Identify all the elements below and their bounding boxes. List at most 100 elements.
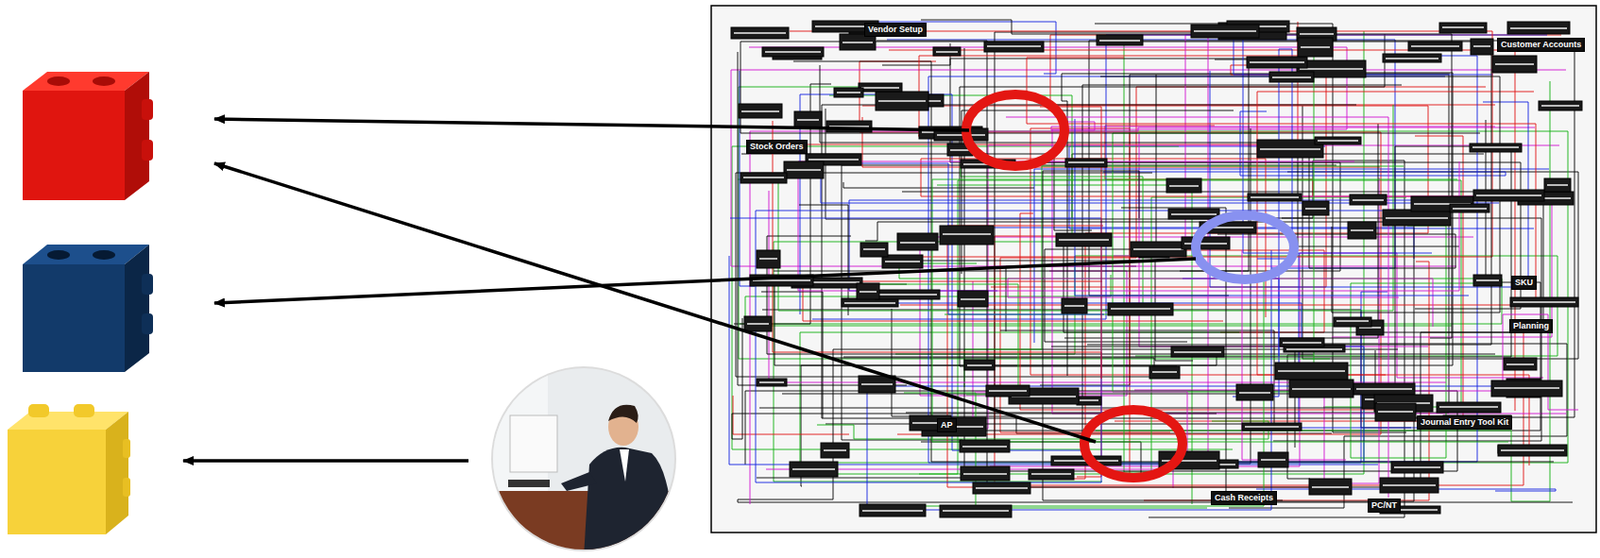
- system-box: [1391, 461, 1444, 474]
- wire: [1005, 117, 1389, 498]
- box-detail: [1541, 104, 1580, 107]
- system-box: [762, 47, 824, 57]
- system-box: [1302, 201, 1329, 216]
- wire: [1064, 123, 1379, 339]
- system-box: [972, 482, 1031, 494]
- system-box: [960, 466, 1010, 481]
- wire: [756, 48, 965, 478]
- box-detail: [987, 45, 1041, 48]
- box-detail: [1506, 363, 1534, 366]
- wire: [932, 179, 1509, 443]
- wire: [1149, 250, 1325, 333]
- system-box: [858, 83, 903, 92]
- system-box: [1349, 194, 1387, 205]
- system-box: [1497, 444, 1567, 457]
- box-detail: [936, 134, 986, 137]
- box-detail: [823, 449, 847, 452]
- system-box: [1236, 384, 1274, 401]
- box-detail: [733, 32, 786, 35]
- wire: [984, 162, 1521, 309]
- wire: [1100, 76, 1500, 313]
- system-box: [1258, 452, 1289, 468]
- wire: [1072, 153, 1484, 219]
- system-box: [1171, 346, 1225, 358]
- system-box: [875, 91, 929, 111]
- box-detail: [1382, 484, 1436, 487]
- wire: [867, 250, 1496, 511]
- system-box: [875, 289, 940, 300]
- box-detail: [1064, 305, 1085, 307]
- box-detail: [1133, 248, 1184, 251]
- system-box: [1279, 338, 1325, 347]
- wire: [789, 31, 1493, 257]
- system-box: [1382, 209, 1451, 226]
- box-detail: [1031, 473, 1072, 476]
- wire: [739, 263, 1502, 324]
- wire: [950, 43, 1341, 272]
- system-box: [1470, 38, 1494, 55]
- red-lego-block: [22, 71, 154, 201]
- box-detail: [967, 364, 992, 367]
- system-box: [1107, 303, 1174, 316]
- box-detail: [885, 260, 920, 263]
- box-detail: [1286, 348, 1343, 351]
- system-box: [1507, 21, 1570, 35]
- wire: [731, 318, 1217, 440]
- system-box: [1065, 158, 1107, 168]
- wire: [876, 40, 1403, 488]
- system-box: [964, 359, 995, 371]
- wire: [928, 76, 1446, 463]
- box-detail: [1411, 45, 1460, 48]
- box-detail: [1110, 307, 1171, 310]
- wire: [802, 281, 1224, 322]
- system-boxes: [731, 20, 1583, 518]
- system-box: [1353, 383, 1415, 395]
- box-label: Vendor Setup: [868, 24, 923, 35]
- wire: [1020, 213, 1382, 410]
- box-detail: [1079, 399, 1099, 402]
- box-detail: [1152, 371, 1177, 374]
- system-box: [756, 378, 787, 387]
- box-detail: [861, 86, 900, 89]
- box-detail: [1494, 387, 1560, 390]
- wire: [1095, 81, 1550, 502]
- box-label: PC/NT: [1371, 500, 1397, 511]
- box-label: Journal Entry Tool Kit: [1420, 417, 1509, 427]
- wire: [819, 65, 1460, 247]
- system-box: [740, 172, 787, 184]
- box-detail: [792, 468, 835, 471]
- wire: [773, 59, 1249, 272]
- system-box: [939, 225, 994, 245]
- spaghetti-lines: [729, 19, 1579, 518]
- box-label: Customer Accounts: [1500, 39, 1582, 50]
- wire: [737, 349, 1573, 503]
- wire: [730, 210, 1441, 483]
- box-detail: [1250, 196, 1299, 199]
- system-box: [959, 440, 1010, 453]
- box-detail: [1356, 388, 1413, 391]
- wire: [1042, 170, 1283, 501]
- box-detail: [1282, 341, 1322, 344]
- system-box: [1347, 221, 1377, 239]
- box-detail: [1272, 76, 1311, 79]
- box-detail: [743, 176, 784, 179]
- system-box: [1149, 366, 1180, 379]
- wire: [1061, 73, 1450, 376]
- system-box: [826, 120, 872, 133]
- system-box: [834, 87, 864, 98]
- box-detail: [1277, 370, 1345, 373]
- wire: [731, 69, 1566, 267]
- system-box: Customer Accounts: [1497, 37, 1585, 52]
- system-box: [1379, 477, 1439, 494]
- box-detail: [1311, 486, 1349, 489]
- box-detail: [1473, 45, 1491, 48]
- arrow: [214, 163, 1096, 443]
- wire: [843, 182, 1035, 188]
- box-detail: [747, 323, 769, 325]
- wire: [1044, 74, 1188, 342]
- system-box: [897, 233, 938, 251]
- system-box: Journal Entry Tool Kit: [1416, 415, 1513, 430]
- box-label: Cash Receipts: [1214, 493, 1274, 503]
- box-detail: [1260, 459, 1286, 461]
- box-detail: [1385, 57, 1439, 60]
